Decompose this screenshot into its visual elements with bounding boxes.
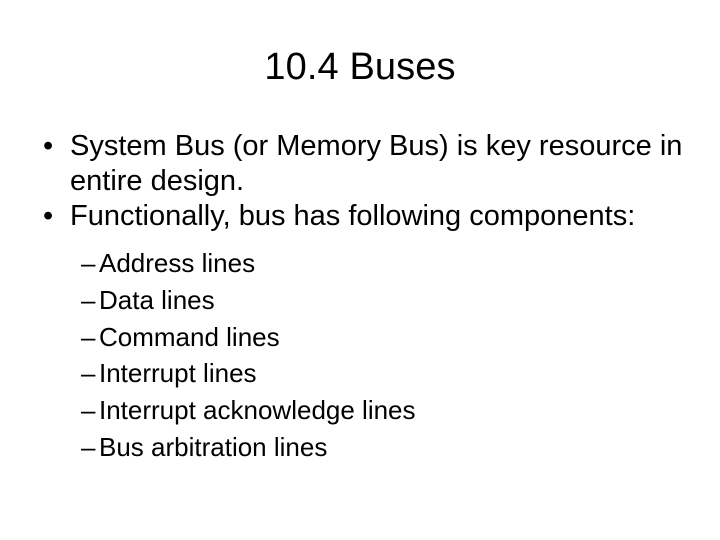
bullet-dot-icon: • — [43, 200, 54, 232]
sub-list-item: – Interrupt lines — [0, 355, 720, 392]
sub-list-item-label: Data lines — [99, 284, 215, 315]
sub-list-item-label: Interrupt lines — [99, 358, 257, 389]
sub-list-item-label: Interrupt acknowledge lines — [99, 395, 416, 426]
sub-list: – Address lines – Data lines – Command l… — [0, 245, 720, 466]
dash-bullet-icon: – — [81, 321, 96, 352]
sub-list-item-label: Command lines — [99, 321, 280, 352]
dash-bullet-icon: – — [81, 431, 96, 462]
sub-list-item: – Interrupt acknowledge lines — [0, 392, 720, 429]
slide-body: • System Bus (or Memory Bus) is key reso… — [0, 129, 720, 466]
list-item: • System Bus (or Memory Bus) is key reso… — [0, 129, 720, 199]
dash-bullet-icon: – — [81, 358, 96, 389]
list-item-label: System Bus (or Memory Bus) is key resour… — [70, 130, 683, 197]
dash-bullet-icon: – — [81, 395, 96, 426]
bullet-dot-icon: • — [43, 130, 54, 162]
sub-list-item-label: Bus arbitration lines — [99, 431, 328, 462]
sub-list-item: – Command lines — [0, 319, 720, 356]
sub-list-item: – Address lines — [0, 245, 720, 282]
dash-bullet-icon: – — [81, 248, 96, 278]
dash-bullet-icon: – — [81, 284, 96, 315]
list-item-label: Functionally, bus has following componen… — [70, 200, 636, 232]
page-title: 10.4 Buses — [264, 46, 456, 88]
sub-list-item-label: Address lines — [99, 248, 256, 278]
sub-list-item: – Data lines — [0, 282, 720, 319]
list-item: • Functionally, bus has following compon… — [0, 199, 720, 234]
sub-list-item: – Bus arbitration lines — [0, 429, 720, 466]
